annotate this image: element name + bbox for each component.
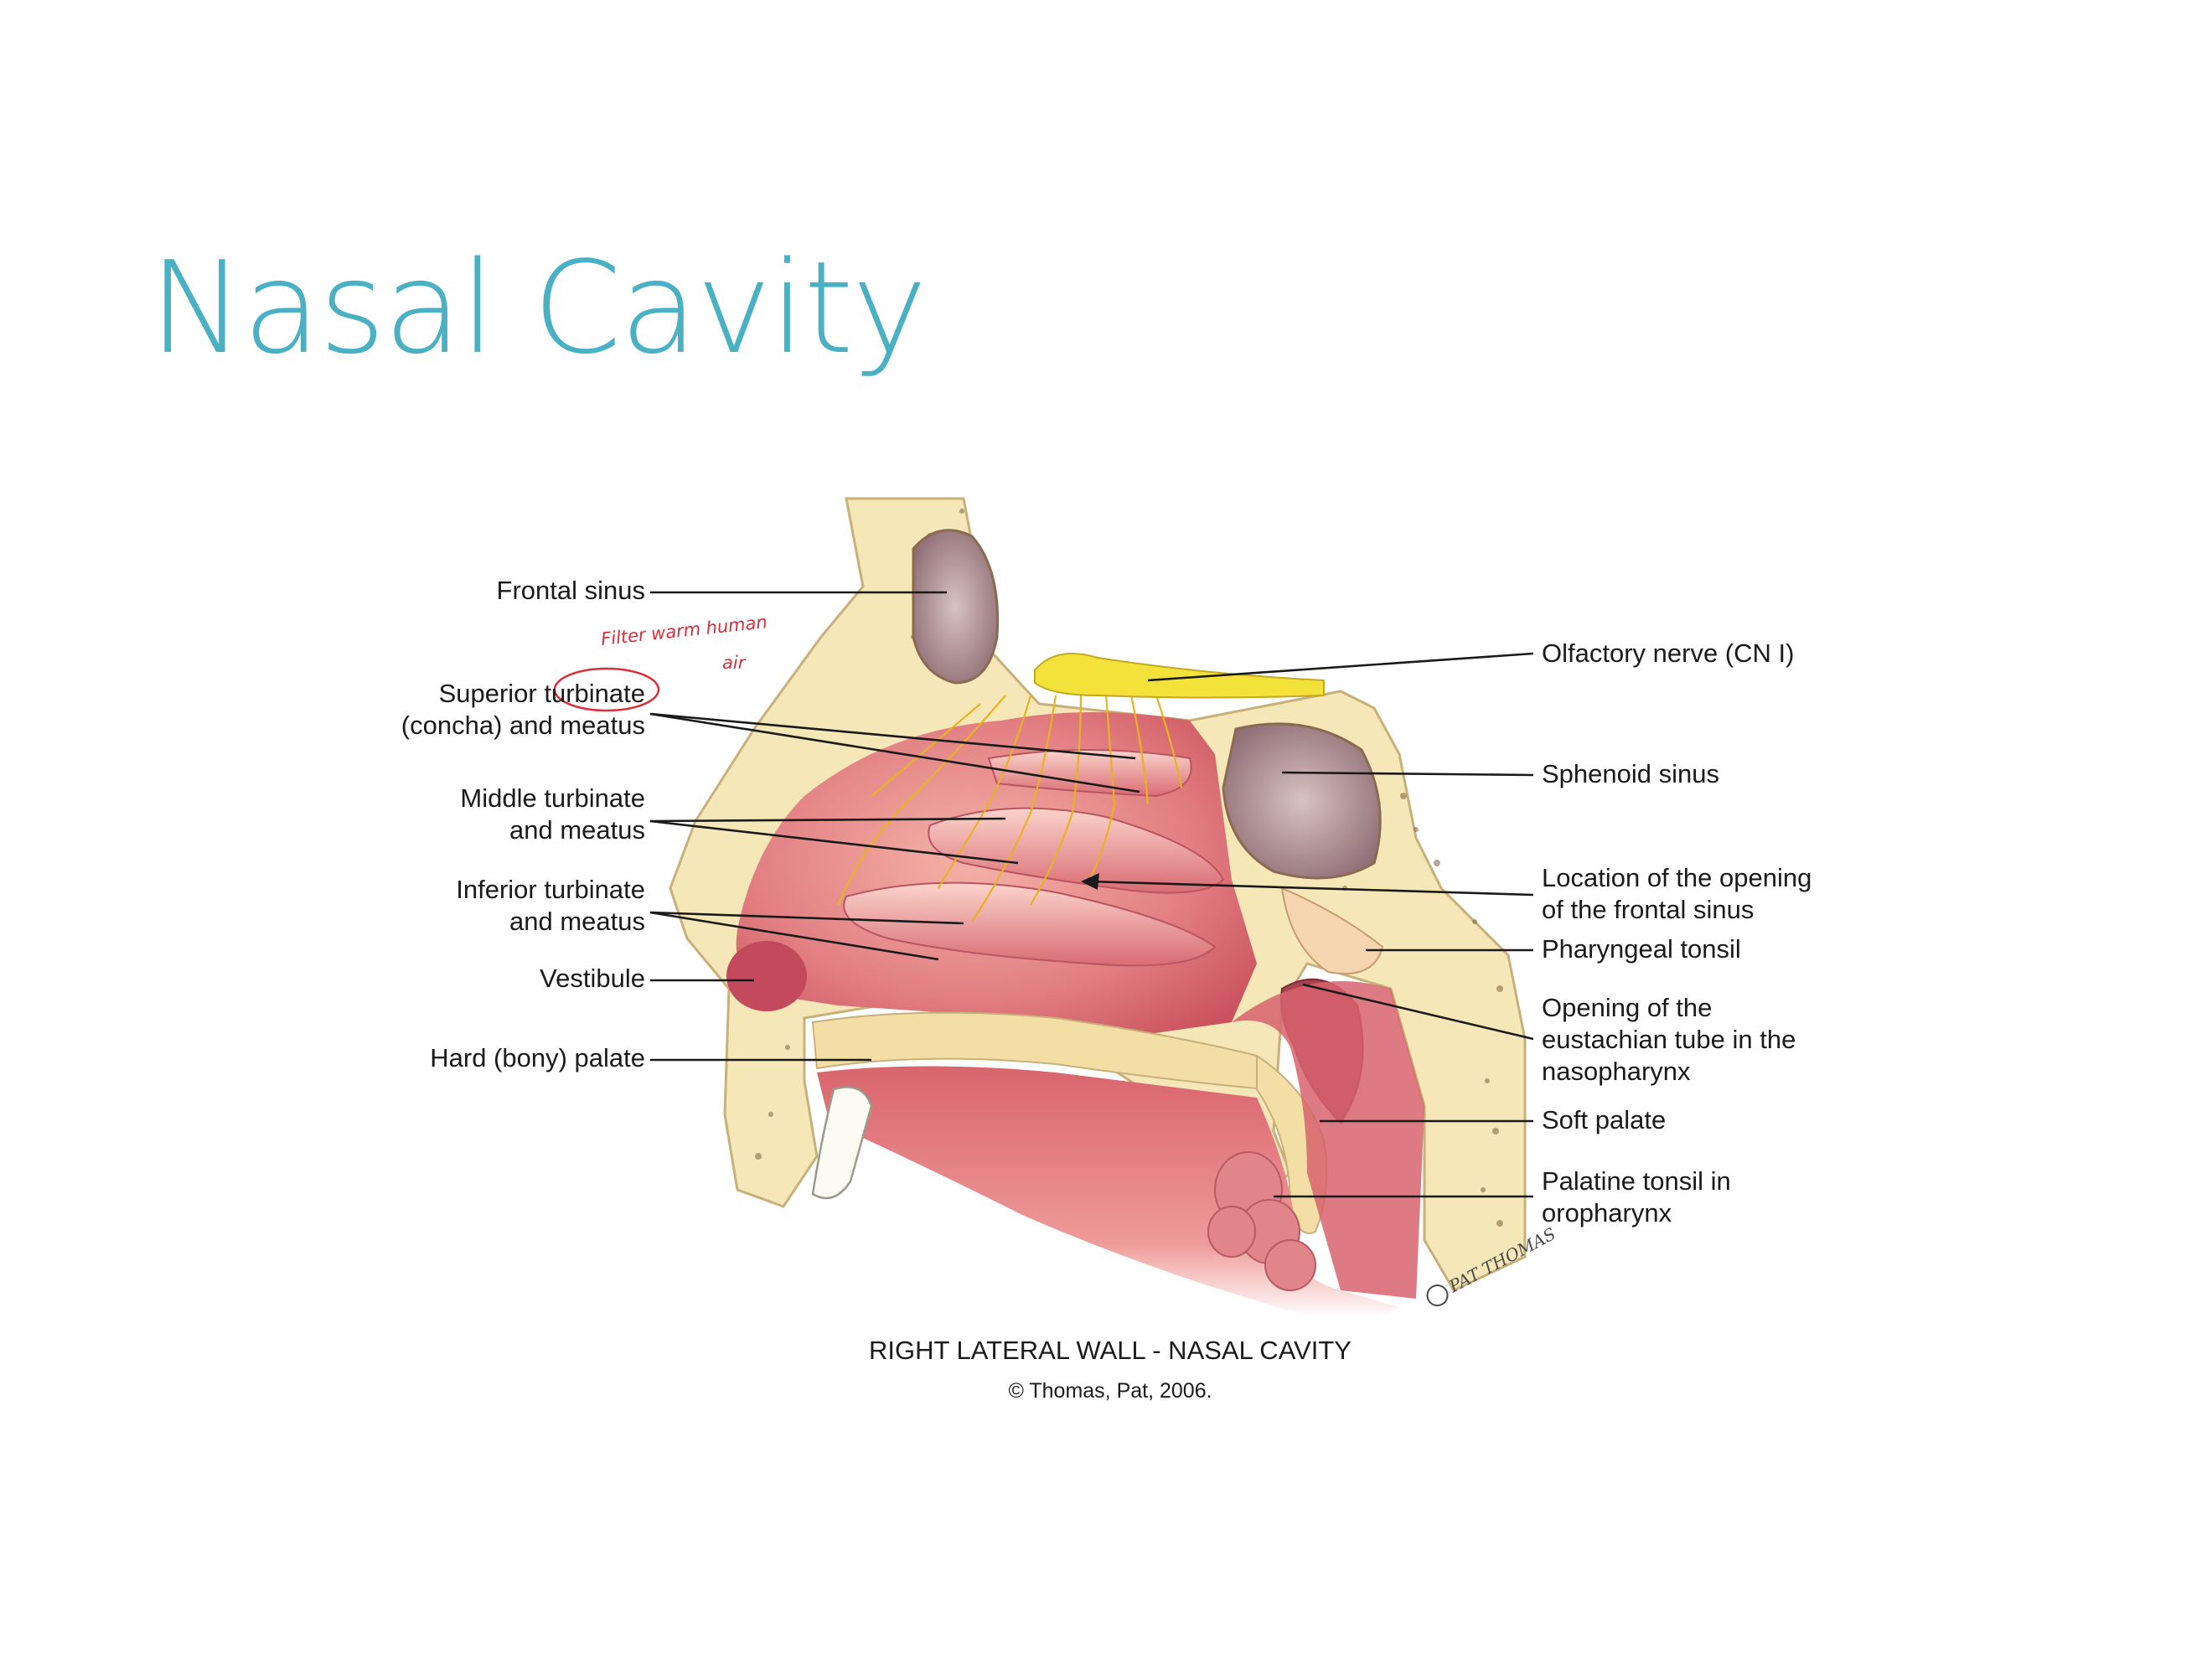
label-frontal-opening-2: of the frontal sinus [1542,895,1754,924]
label-eustachian-1: Opening of the [1542,993,1712,1022]
label-sphenoid-sinus: Sphenoid sinus [1542,759,1719,788]
leader-superior-turbinate-a [649,712,1136,760]
label-frontal-opening-1: Location of the opening [1542,863,1811,892]
olfactory-bulb-shape [1034,653,1325,699]
leader-sphenoid-sinus [1281,771,1534,777]
label-frontal-sinus: Frontal sinus [497,576,645,605]
label-inferior-turbinate-1: Inferior turbinate [456,875,645,904]
slide-title: Nasal Cavity [149,234,928,382]
inferior-turbinate-shape [843,881,1217,967]
annotation-circle [553,667,660,712]
leader-eustachian [1302,983,1534,1041]
figure-caption: RIGHT LATERAL WALL - NASAL CAVITY [869,1336,1351,1365]
label-hard-palate: Hard (bony) palate [430,1043,645,1072]
leader-olfactory-nerve [1147,652,1534,682]
pharynx-wall [1232,981,1424,1299]
label-superior-turbinate-2: (concha) and meatus [401,711,645,740]
leader-middle-turbinate-b [649,819,1019,865]
label-eustachian-3: nasopharynx [1542,1057,1691,1086]
sphenoid-sinus-shape [1222,722,1382,880]
label-middle-turbinate-1: Middle turbinate [460,783,645,813]
leader-superior-turbinate-b [649,712,1140,793]
label-eustachian-2: eustachian tube in the [1542,1025,1796,1054]
annotation-line-1: Filter warm human [600,612,768,649]
middle-turbinate-shape [928,807,1225,894]
figure-credit: © Thomas, Pat, 2006. [1008,1379,1212,1403]
superior-turbinate-shape [987,749,1192,798]
frontal-sinus-shape [912,529,1000,685]
label-vestibule: Vestibule [540,964,645,993]
label-palatine-tonsil-1: Palatine tonsil in [1542,1166,1731,1196]
palatine-tonsil-shape [1207,1151,1316,1291]
label-pharyngeal-tonsil: Pharyngeal tonsil [1542,934,1741,964]
label-olfactory-nerve: Olfactory nerve (CN I) [1542,638,1794,668]
olfactory-fibers [836,695,1183,923]
pharyngeal-tonsil-shape [1280,886,1384,974]
leader-middle-turbinate-a [649,817,1006,823]
leader-inferior-turbinate-a [649,911,964,925]
leader-frontal-opening [1088,880,1534,897]
annotation-line-2: air [722,653,747,673]
leader-inferior-turbinate-b [649,911,939,961]
leader-frontal-opening-arrowhead [1081,873,1099,890]
label-soft-palate: Soft palate [1542,1105,1666,1134]
vestibule-shape [726,941,807,1011]
incisor-tooth-shape [811,1086,873,1200]
label-palatine-tonsil-2: oropharynx [1542,1198,1672,1227]
label-inferior-turbinate-2: and meatus [509,907,645,936]
label-middle-turbinate-2: and meatus [509,815,645,845]
label-superior-turbinate-1: Superior turbinate [439,679,645,708]
